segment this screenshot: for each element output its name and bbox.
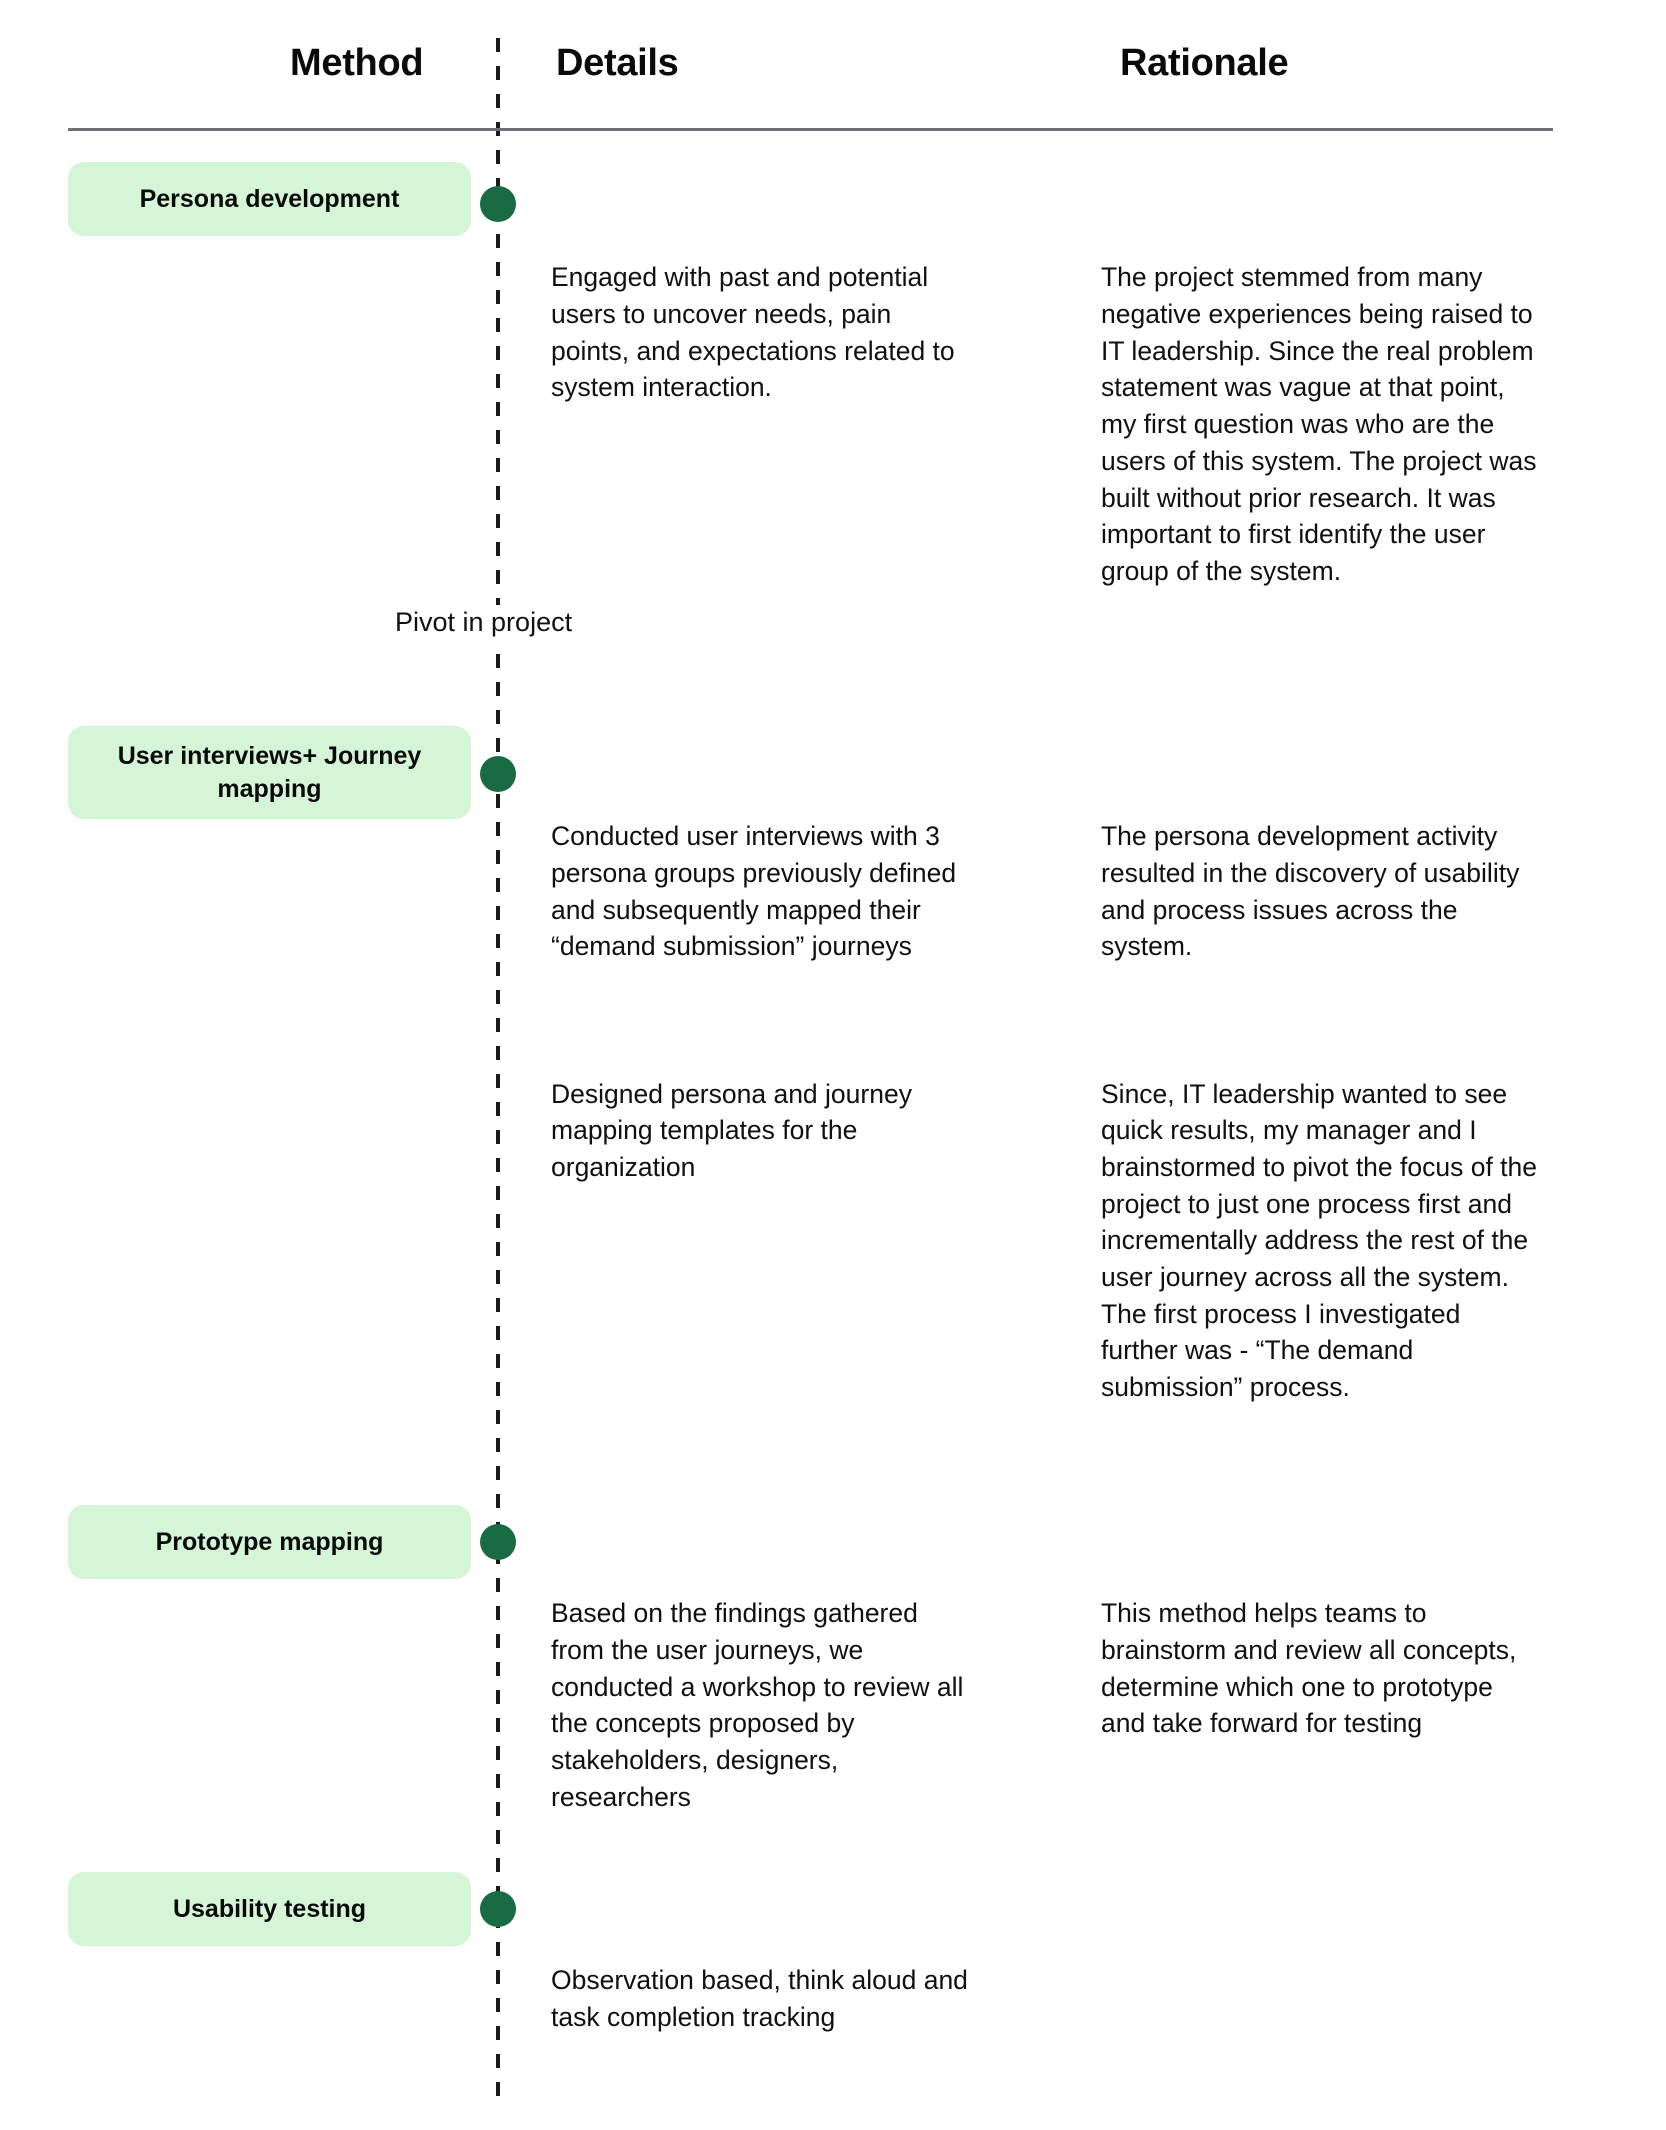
details-cell: Based on the findings gathered from the … <box>551 1522 971 1889</box>
timeline-dashed-axis <box>496 38 500 2098</box>
details-paragraph: Engaged with past and potential users to… <box>551 262 963 403</box>
method-chip-user-interviews-journey-mapping[interactable]: User interviews+ Journey mapping <box>68 726 471 819</box>
details-cell: Conducted user interviews with 3 persona… <box>551 745 971 1259</box>
details-paragraph: Designed persona and journey mapping tem… <box>551 1078 920 1182</box>
details-cell: Engaged with past and potential users to… <box>551 186 971 480</box>
column-header-details: Details <box>556 42 679 84</box>
details-cell: Observation based, think aloud and task … <box>551 1889 971 2109</box>
timeline-node-dot <box>480 1891 516 1927</box>
timeline-node-dot <box>480 1524 516 1560</box>
rationale-paragraph: The persona development activity resulte… <box>1101 821 1527 962</box>
pivot-annotation-label: Pivot in project <box>383 605 585 641</box>
rationale-cell: The project stemmed from many negative e… <box>1101 186 1541 663</box>
method-chip-persona-development[interactable]: Persona development <box>68 162 471 236</box>
table-header-row: Method Details Rationale <box>0 42 1666 104</box>
method-chip-usability-testing[interactable]: Usability testing <box>68 1872 471 1946</box>
rationale-paragraph: Since, IT leadership wanted to see quick… <box>1101 1078 1545 1403</box>
column-header-rationale: Rationale <box>1120 42 1289 84</box>
timeline-node-dot <box>480 186 516 222</box>
method-chip-prototype-mapping[interactable]: Prototype mapping <box>68 1505 471 1579</box>
rationale-cell: This method helps teams to brainstorm an… <box>1101 1522 1541 1816</box>
column-header-method: Method <box>290 42 424 84</box>
rationale-cell: The persona development activity resulte… <box>1101 745 1541 1479</box>
header-divider <box>68 128 1553 131</box>
rationale-paragraph: This method helps teams to brainstorm an… <box>1101 1598 1524 1739</box>
timeline-node-dot <box>480 756 516 792</box>
rationale-paragraph: The project stemmed from many negative e… <box>1101 262 1544 586</box>
details-paragraph: Conducted user interviews with 3 persona… <box>551 821 964 962</box>
details-paragraph: Based on the findings gathered from the … <box>551 1598 971 1812</box>
details-paragraph: Observation based, think aloud and task … <box>551 1965 976 2033</box>
